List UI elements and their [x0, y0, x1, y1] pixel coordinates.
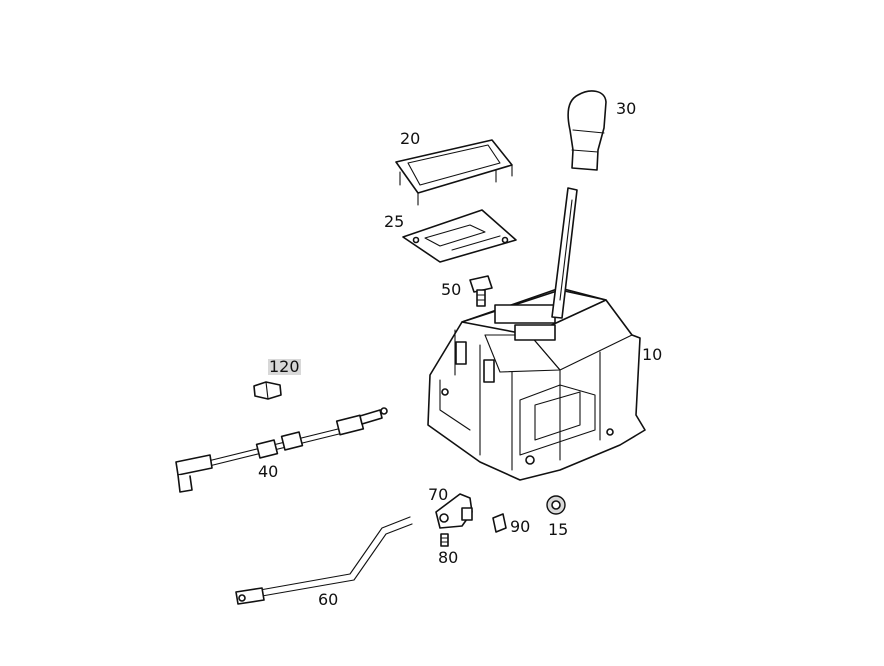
part-label-25: 25	[384, 212, 405, 231]
part-label-80: 80	[438, 548, 459, 567]
screw-drawing[interactable]	[440, 533, 449, 547]
shift-cable-drawing[interactable]	[175, 407, 388, 493]
shift-lever-shaft[interactable]	[551, 187, 578, 319]
part-label-20: 20	[400, 129, 421, 148]
part-label-10: 10	[642, 345, 663, 364]
part-label-90: 90	[510, 517, 531, 536]
shift-knob-drawing[interactable]	[567, 90, 607, 171]
bushing-drawing[interactable]	[546, 495, 566, 515]
shift-housing-drawing[interactable]	[427, 287, 646, 481]
bolt-drawing[interactable]	[469, 275, 493, 307]
part-label-70: 70	[428, 485, 449, 504]
part-label-15: 15	[548, 520, 569, 539]
part-label-60: 60	[318, 590, 339, 609]
part-label-120: 120	[268, 357, 301, 376]
lever-bracket-drawing[interactable]	[435, 493, 473, 529]
part-label-50: 50	[441, 280, 462, 299]
trim-frame-drawing[interactable]	[395, 139, 513, 206]
gate-cover-plate-drawing[interactable]	[402, 209, 517, 263]
connector-clip-drawing[interactable]	[253, 381, 282, 400]
connecting-rod-drawing[interactable]	[235, 516, 413, 605]
clip-drawing[interactable]	[492, 513, 507, 533]
part-label-40: 40	[258, 462, 279, 481]
part-label-30: 30	[616, 99, 637, 118]
